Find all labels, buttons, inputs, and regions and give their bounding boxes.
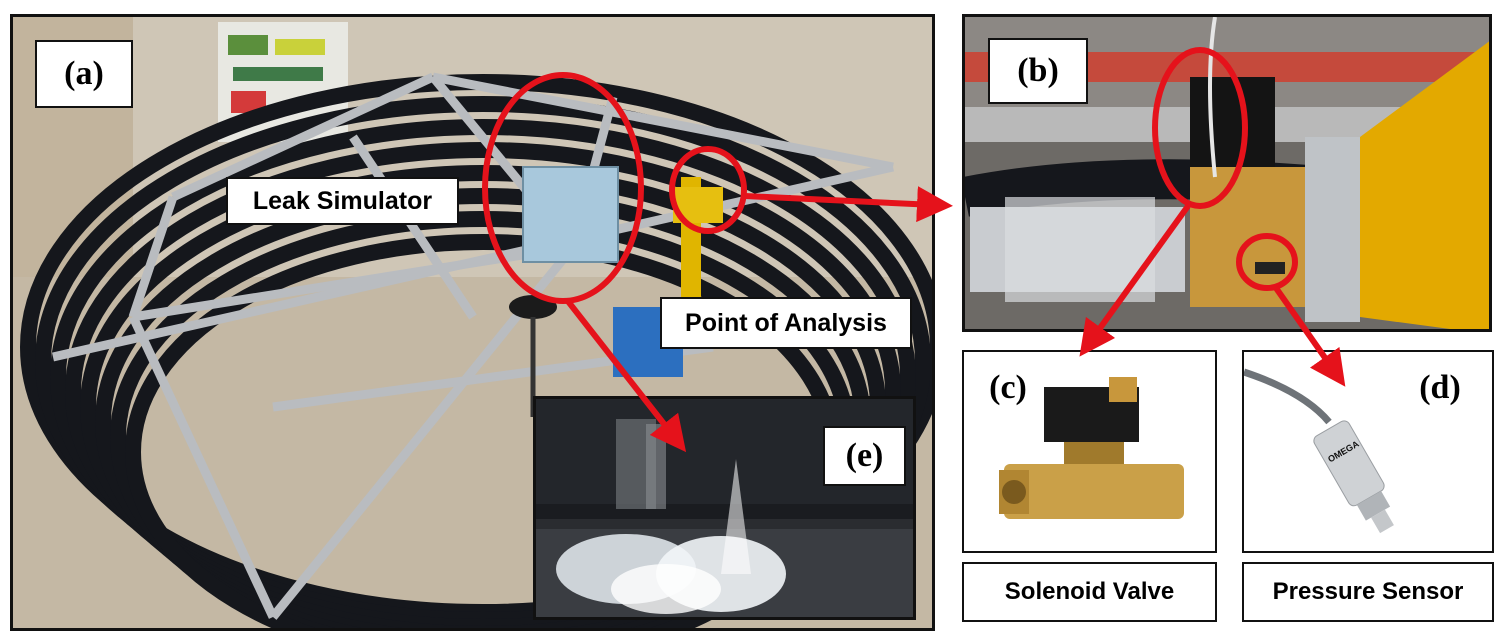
sensor-highlight-circle [1236,233,1298,291]
arrow-to-panel-e [564,298,687,453]
arrow-to-panel-b [744,186,953,223]
panel-e-label: (e) [823,426,906,486]
point-of-analysis-label: Point of Analysis [660,297,912,349]
panel-c-photo [962,350,1217,553]
solenoid-highlight-circle [1152,47,1248,209]
panel-d-label: (d) [1419,369,1461,406]
pressure-sensor-illustration: OMEGA [1244,368,1394,534]
solenoid-valve-caption: Solenoid Valve [962,562,1217,622]
analysis-point-highlight-circle [669,146,747,234]
valve-closeup-illustration [965,17,1489,329]
leak-simulator-highlight-circle [482,72,644,304]
solenoid-valve-illustration [999,377,1184,519]
yellow-pump [1360,41,1489,329]
arrow-to-panel-d [1273,286,1346,387]
leak-simulator-tank [522,166,619,263]
panel-b-label: (b) [988,38,1088,104]
panel-d-photo: OMEGA [1242,350,1494,553]
pressure-sensor-caption: Pressure Sensor [1242,562,1494,622]
pipe-flange [1305,137,1360,322]
arrow-to-panel-c [1079,204,1191,357]
panel-c-label: (c) [989,369,1027,406]
panel-a-label: (a) [35,40,133,108]
solenoid-head [1190,77,1275,167]
leak-simulator-label: Leak Simulator [226,177,459,225]
